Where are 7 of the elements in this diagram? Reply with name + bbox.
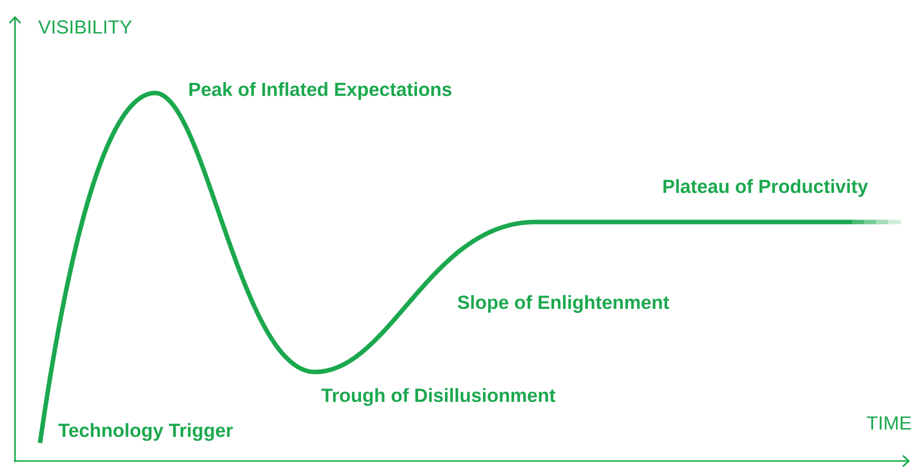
phase-label: Technology Trigger — [58, 423, 233, 441]
phase-label: Trough of Disillusionment — [321, 388, 556, 406]
phase-label: Slope of Enlightenment — [458, 295, 670, 313]
phase-label: Plateau of Productivity — [663, 179, 868, 197]
axis-label: TIME — [866, 416, 911, 430]
axis-label: VISIBILITY — [38, 20, 132, 34]
phase-label: Peak of Inflated Expectations — [189, 82, 452, 100]
